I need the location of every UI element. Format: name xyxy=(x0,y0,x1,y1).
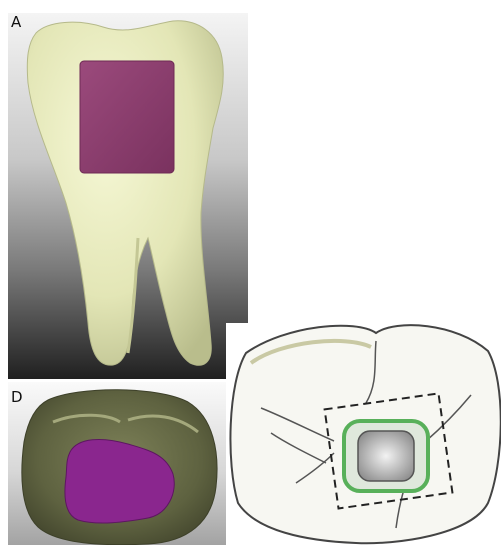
panel-d-occlusal-cavity: D xyxy=(8,382,230,545)
panel-a-tooth-model: A xyxy=(8,13,248,379)
panel-label-a: A xyxy=(11,13,21,31)
access-cavity-inner xyxy=(358,431,414,481)
panel-label-d: D xyxy=(11,388,23,406)
tooth-model-side-illustration xyxy=(8,13,248,379)
tooth-occlusal-cavity-illustration xyxy=(8,382,230,545)
panel-c-occlusal-diagram xyxy=(226,323,501,545)
marked-region xyxy=(80,61,174,173)
tooth-occlusal-diagram-illustration xyxy=(226,323,501,545)
